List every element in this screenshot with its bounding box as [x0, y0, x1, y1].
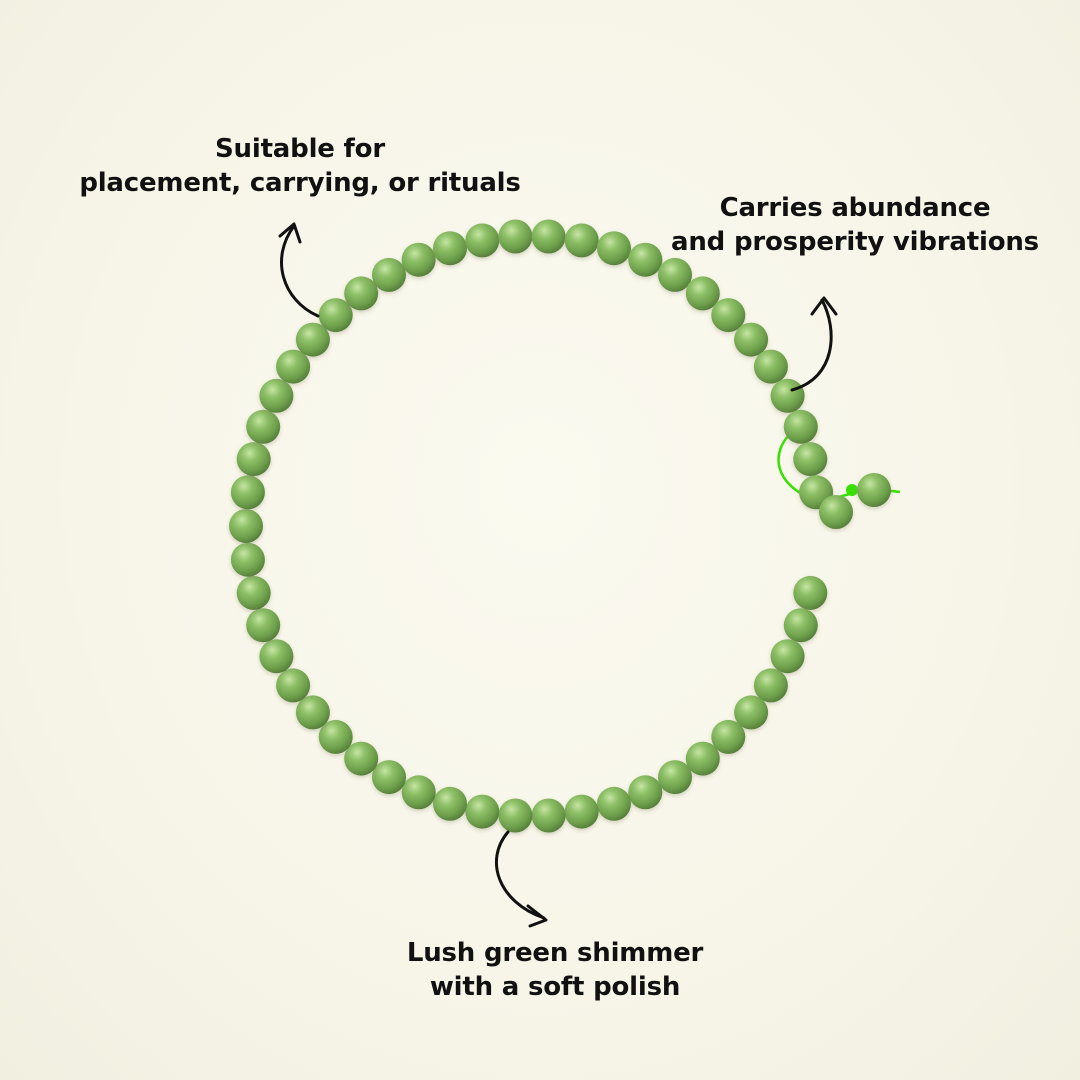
jade-bead [295, 322, 330, 357]
jade-bead [658, 257, 692, 292]
jade-bead [372, 257, 406, 292]
jade-bead [628, 775, 663, 810]
jade-bead [498, 798, 533, 833]
jade-bead [857, 473, 891, 507]
bead-ring [229, 219, 891, 833]
curved-arrow-icon [494, 830, 548, 928]
jade-bead [711, 719, 746, 754]
jade-bead [597, 231, 631, 266]
jade-bead [230, 542, 265, 577]
jade-bead [344, 741, 379, 776]
feature-callout-energy: Carries abundance and prosperity vibrati… [650, 191, 1060, 259]
jade-bead [597, 786, 631, 821]
annotation-arrows [278, 222, 838, 928]
jade-bead [564, 223, 599, 258]
jade-bead [770, 378, 805, 413]
jade-bead [465, 223, 500, 258]
jade-bead [401, 242, 436, 277]
jade-bead [259, 378, 294, 413]
callout-line: and prosperity vibrations [671, 227, 1039, 257]
jade-bead [295, 695, 330, 730]
curved-arrow-icon [790, 296, 838, 392]
jade-bead [236, 575, 271, 610]
feature-callout-usage: Suitable for placement, carrying, or rit… [60, 132, 540, 200]
jade-bead [685, 276, 720, 311]
jade-bead [711, 298, 746, 333]
callout-line: Suitable for [215, 134, 385, 164]
jade-bead [498, 219, 533, 254]
jade-bead [531, 219, 566, 254]
callout-line: Lush green shimmer [406, 938, 704, 968]
jade-bead [753, 668, 788, 703]
jade-bead [230, 475, 265, 510]
jade-bead [236, 442, 271, 477]
jade-bead [685, 741, 720, 776]
jade-bead [734, 322, 769, 357]
jade-bead [401, 775, 436, 810]
jade-bead [229, 509, 263, 543]
jade-bead [770, 639, 805, 674]
jade-bead [753, 349, 788, 384]
jade-bead [783, 608, 818, 643]
jade-bead [246, 409, 281, 444]
feature-callout-finish: Lush green shimmer with a soft polish [380, 936, 730, 1004]
jade-bead [793, 575, 828, 610]
jade-bead [259, 639, 294, 674]
jade-bead [276, 349, 311, 384]
jade-bead [564, 794, 599, 829]
jade-bead [246, 608, 281, 643]
jade-bead [276, 668, 311, 703]
jade-bead [819, 495, 853, 529]
jade-bead [433, 231, 467, 266]
callout-line: Carries abundance [719, 193, 991, 223]
jade-bead [783, 409, 818, 444]
thread-knot [846, 484, 858, 496]
jade-bead [318, 719, 353, 754]
jade-bead [465, 794, 500, 829]
jade-bead [793, 442, 828, 477]
curved-arrow-icon [278, 222, 320, 318]
jade-bead [433, 786, 467, 821]
jade-bead [318, 298, 353, 333]
jade-bead [658, 760, 692, 795]
callout-line: with a soft polish [429, 972, 681, 1002]
jade-bead [531, 798, 566, 833]
jade-bead [372, 760, 406, 795]
jade-bead [344, 276, 379, 311]
callout-line: placement, carrying, or rituals [79, 168, 521, 198]
jade-bead [628, 242, 663, 277]
jade-bead [734, 695, 769, 730]
